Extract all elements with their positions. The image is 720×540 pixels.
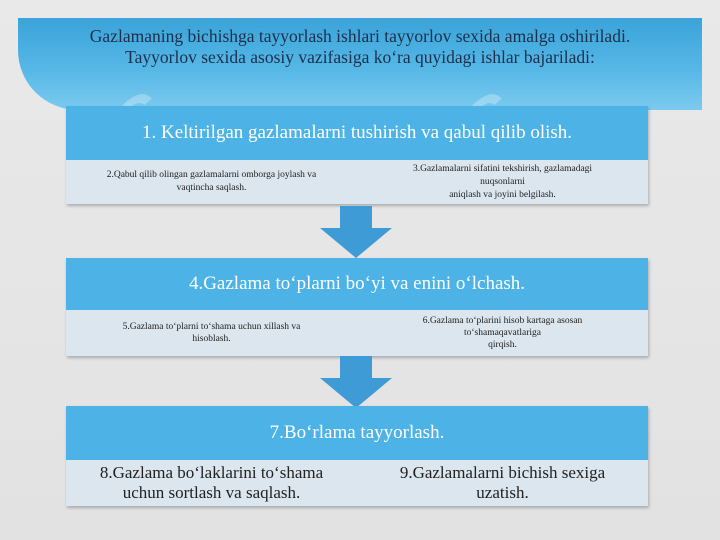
step-block-2: 4.Gazlama to‘plarni bo‘yi va enini o‘lch…: [66, 258, 648, 356]
substep-text: uchun sortlash va saqlash.: [122, 483, 301, 502]
substep-left: 2.Qabul qilib olingan gazlamalarni ombor…: [66, 160, 357, 204]
substep-text: 2.Qabul qilib olingan gazlamalarni ombor…: [106, 170, 317, 180]
substep-text: 6.Gazlama to‘plarini hisob kartaga asosa…: [422, 316, 583, 326]
substep-text: 8.Gazlama bo‘laklarini to‘shama: [99, 463, 324, 482]
step-substeps-1: 2.Qabul qilib olingan gazlamalarni ombor…: [66, 160, 648, 204]
substep-text: hisoblash.: [192, 334, 231, 344]
top-banner: [18, 18, 702, 110]
substep-right: 3.Gazlamalarni sifatini tekshirish, gazl…: [357, 160, 648, 204]
step-block-3: 7.Bo‘rlama tayyorlash. 8.Gazlama bo‘lakl…: [66, 406, 648, 506]
substep-text: to‘shamaqavatlariga: [463, 328, 542, 338]
step-title-3: 7.Bo‘rlama tayyorlash.: [66, 406, 648, 460]
substep-text: uzatish.: [476, 483, 529, 502]
substep-text: aniqlash va joyini belgilash.: [449, 189, 556, 200]
down-arrow-icon: [320, 206, 392, 258]
intro-line-1: Gazlamaning bichishga tayyorlash ishlari…: [89, 26, 631, 46]
substep-right: 6.Gazlama to‘plarini hisob kartaga asosa…: [357, 310, 648, 356]
substep-text: 5.Gazlama to‘plarni to‘shama uchun xilla…: [122, 322, 301, 332]
intro-text: Gazlamaning bichishga tayyorlash ishlari…: [30, 26, 690, 68]
substep-right: 9.Gazlamalarni bichish sexiga uzatish.: [357, 460, 648, 506]
substep-text: qirqish.: [488, 340, 517, 350]
substep-text: 3.Gazlamalarni sifatini tekshirish, gazl…: [412, 163, 593, 174]
step-substeps-2: 5.Gazlama to‘plarni to‘shama uchun xilla…: [66, 310, 648, 356]
substep-text: vaqtincha saqlash.: [176, 183, 247, 193]
step-title-2: 4.Gazlama to‘plarni bo‘yi va enini o‘lch…: [66, 258, 648, 310]
intro-line-2: Tayyorlov sexida asosiy vazifasiga ko‘ra…: [125, 47, 595, 67]
step-title-1: 1. Keltirilgan gazlamalarni tushirish va…: [66, 106, 648, 160]
substep-left: 8.Gazlama bo‘laklarini to‘shama uchun so…: [66, 460, 357, 506]
substep-text: 9.Gazlamalarni bichish sexiga: [399, 463, 606, 482]
step-substeps-3: 8.Gazlama bo‘laklarini to‘shama uchun so…: [66, 460, 648, 506]
substep-text: nuqsonlarni: [480, 176, 525, 187]
down-arrow-icon: [320, 356, 392, 408]
step-block-1: 1. Keltirilgan gazlamalarni tushirish va…: [66, 106, 648, 204]
substep-left: 5.Gazlama to‘plarni to‘shama uchun xilla…: [66, 310, 357, 356]
